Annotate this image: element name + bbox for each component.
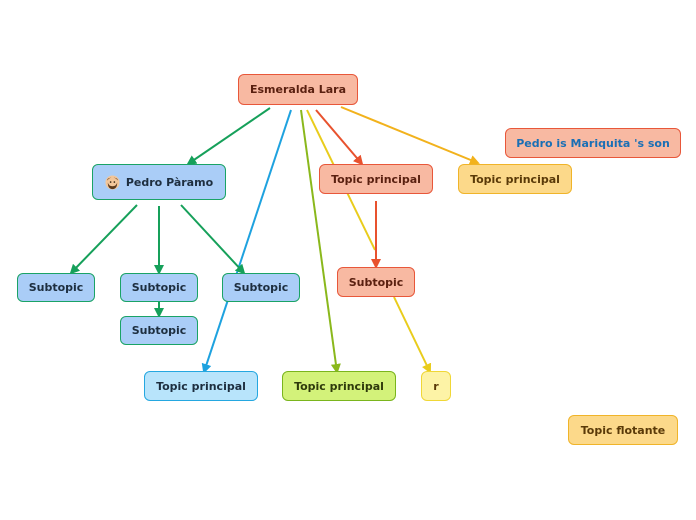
topic-principal-red[interactable]: Topic principal [319,164,433,194]
topic-principal-green[interactable]: Topic principal [282,371,396,401]
edge-pedro-sub1 [69,204,138,275]
subtopic-3[interactable]: Subtopic [222,273,300,302]
subtopic-5[interactable]: Subtopic [337,267,415,297]
edge-root-green-topic [300,109,341,374]
note-pedro-son[interactable]: Pedro is Mariquita 's son [505,128,681,158]
topic-r[interactable]: r [421,371,451,401]
edge-root-red-topic [315,109,364,166]
subtopic-4[interactable]: Subtopic [120,316,198,345]
topic-pedro-paramo[interactable]: Pedro Pàramo [92,164,226,200]
edge-root-cyan-topic [201,109,292,374]
bearded-man-avatar-icon [105,174,120,190]
topic-principal-cyan[interactable]: Topic principal [144,371,258,401]
edge-pedro-sub3 [180,204,246,275]
edge-root-pedro [186,107,271,166]
floating-topic[interactable]: Topic flotante [568,415,678,445]
edge-root-yellow-topic [340,106,480,165]
edge-root-r-b [393,296,432,374]
topic-principal-yellow[interactable]: Topic principal [458,164,572,194]
subtopic-1[interactable]: Subtopic [17,273,95,302]
central-topic-esmeralda-lara[interactable]: Esmeralda Lara [238,74,358,105]
pedro-paramo-label: Pedro Pàramo [125,175,214,189]
subtopic-2[interactable]: Subtopic [120,273,198,302]
